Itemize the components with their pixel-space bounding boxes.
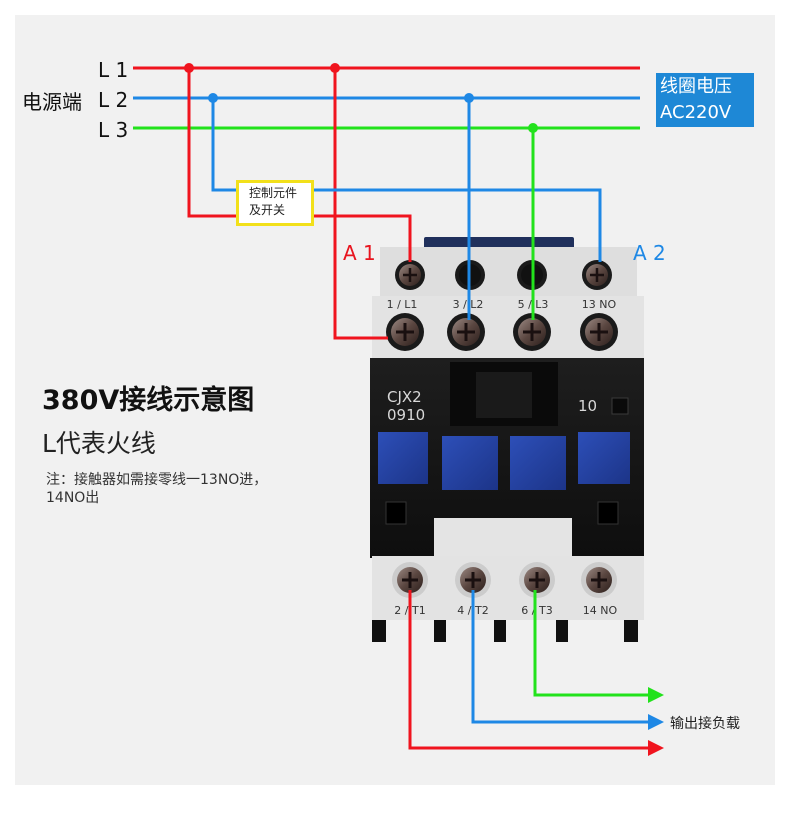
- blue-window-left: [378, 432, 428, 484]
- diagram-title: 380V接线示意图: [42, 385, 255, 416]
- label-l1: L 1: [98, 58, 128, 82]
- terminal-label-14no: 14 NO: [583, 604, 618, 617]
- foot-1: [372, 620, 386, 642]
- aux-contact-code: 10: [578, 397, 597, 415]
- diagram-subtitle: L代表火线: [42, 429, 156, 458]
- screw-l3: [513, 313, 551, 351]
- screw-13no: [580, 313, 618, 351]
- diagram-note: 注：接触器如需接零线一13NO进， 14NO出: [46, 471, 346, 507]
- screw-l2: [447, 313, 485, 351]
- coil-voltage-value: AC220V: [660, 102, 732, 123]
- model-code: 0910: [387, 406, 425, 424]
- arrow-output-red: [648, 740, 664, 756]
- note-line-1: 注：接触器如需接零线一13NO进，: [46, 472, 268, 488]
- model-label: CJX2: [387, 388, 422, 406]
- screw-t1: [392, 562, 428, 598]
- wire-output-t3: [533, 590, 650, 697]
- label-a1: A 1: [343, 241, 376, 265]
- blue-window-center-right: [510, 436, 566, 490]
- label-l2: L 2: [98, 88, 128, 112]
- source-label: 电源端: [22, 90, 82, 114]
- terminal-label-l1: 1 / L1: [387, 298, 418, 311]
- control-element-line2: 及开关: [249, 203, 286, 217]
- wire-output-t1: [408, 590, 650, 750]
- control-element-line1: 控制元件: [249, 186, 298, 200]
- wire-l1-to-terminal: [333, 68, 388, 340]
- blue-window-right: [578, 432, 630, 484]
- aux-window: [611, 397, 629, 415]
- wire-output-t2: [471, 590, 650, 724]
- screw-a1: [395, 260, 425, 290]
- junction-l2-a: [208, 93, 218, 103]
- coil-voltage-title: 线圈电压: [660, 76, 732, 97]
- screw-l1: [386, 313, 424, 351]
- screw-14no: [581, 562, 617, 598]
- junction-l1-a: [184, 63, 194, 73]
- foot-5: [624, 620, 638, 642]
- contactor: CJX2 0910 10 1 / L1 3 / L2 5 / L3 13 NO …: [370, 237, 644, 642]
- junction-l2-b: [464, 93, 474, 103]
- foot-3: [494, 620, 506, 642]
- foot-4: [556, 620, 568, 642]
- control-element-box: 控制元件 及开关: [236, 180, 314, 226]
- wire-control-to-a2: [314, 188, 602, 262]
- body-slot-left: [385, 501, 407, 525]
- wire-control-to-a1: [314, 214, 412, 262]
- label-a2: A 2: [633, 241, 666, 265]
- note-line-2: 14NO出: [46, 490, 100, 506]
- blue-window-center-left: [442, 436, 498, 490]
- coil-voltage-badge: 线圈电压 AC220V: [656, 73, 754, 127]
- foot-2: [434, 620, 446, 642]
- label-l3: L 3: [98, 118, 128, 142]
- junction-l3: [528, 123, 538, 133]
- body-slot-right: [597, 501, 619, 525]
- body-recess-inner: [476, 372, 532, 418]
- screw-t3: [519, 562, 555, 598]
- screw-a2: [582, 260, 612, 290]
- junction-l1-b: [330, 63, 340, 73]
- output-label: 输出接负载: [670, 716, 740, 732]
- screw-t2: [455, 562, 491, 598]
- wire-l1-to-control: [187, 68, 236, 218]
- arrow-output-blue: [648, 714, 664, 730]
- terminal-label-t3: 6 / T3: [521, 604, 552, 617]
- terminal-label-13no: 13 NO: [582, 298, 617, 311]
- wire-l2-to-control: [211, 98, 236, 192]
- arrow-output-green: [648, 687, 664, 703]
